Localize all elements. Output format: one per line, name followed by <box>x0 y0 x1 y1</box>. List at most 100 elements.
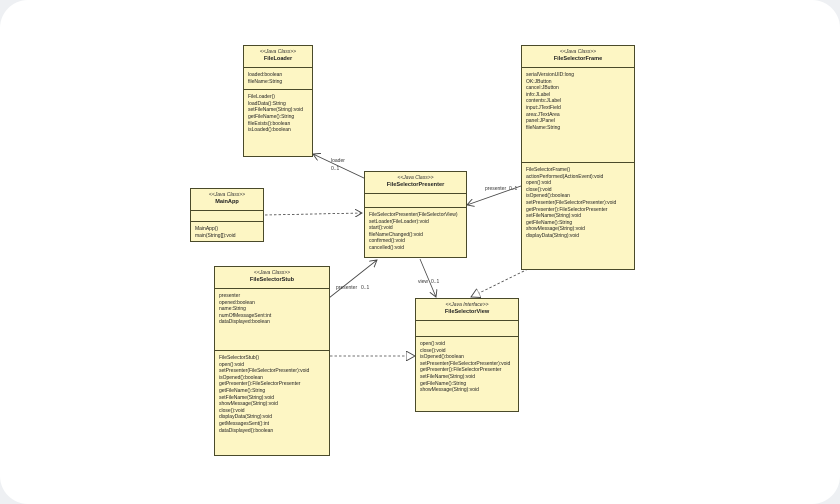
class-name: FileSelectorFrame <box>553 56 603 62</box>
class-operation: getPresenter():FileSelectorPresenter <box>420 367 502 374</box>
class-attribute: info:JLabel <box>526 91 551 98</box>
class-operation: showMessage(String):void <box>219 401 278 408</box>
class-fileselectorframe[interactable]: <<Java Class>> FileSelectorFrame serialV… <box>521 45 635 270</box>
class-operation: setFileName(String):void <box>420 373 476 380</box>
class-attribute: area:JTextArea <box>526 111 560 118</box>
frame-realization-line <box>471 268 529 297</box>
assoc-loader-mult: 0..1 <box>331 166 340 172</box>
class-operation: open():void <box>526 180 552 187</box>
stereotype: <<Java Class>> <box>559 49 597 55</box>
operations-section: MainApp()main(String[]):void <box>191 222 263 243</box>
stereotype: <<Java Class>> <box>397 175 434 181</box>
class-operation: FileLoader() <box>248 94 275 101</box>
class-fileloader[interactable]: <<Java Class>> FileLoader loaded:boolean… <box>243 45 313 157</box>
class-attribute: dataDisplayed:boolean <box>219 319 270 326</box>
stereotype: <<Java Class>> <box>253 270 291 276</box>
class-header: <<Java Class>> FileLoader <box>244 46 312 68</box>
class-fileselectorstub[interactable]: <<Java Class>> FileSelectorStub presente… <box>214 266 330 456</box>
class-operation: cancelled():void <box>369 244 405 251</box>
class-operation: isOpened():boolean <box>219 374 263 381</box>
assoc-view-line <box>419 258 436 297</box>
class-name: FileSelectorPresenter <box>386 182 445 188</box>
class-operation: isLoaded():boolean <box>248 127 291 134</box>
assoc-stub-presenter-mult: 0..1 <box>361 285 370 291</box>
attributes-section <box>416 321 518 337</box>
class-operation: getFileName():String <box>248 113 295 120</box>
class-attribute: serialVersionUID:long <box>526 72 575 78</box>
class-operation: dataDisplayed():boolean <box>219 427 274 434</box>
class-operation: setFileName(String):void <box>248 107 304 114</box>
class-operation: getPresenter():FileSelectorPresenter <box>526 206 608 213</box>
class-attribute: panel:JPanel <box>526 118 555 125</box>
assoc-frame-presenter-line <box>467 185 522 205</box>
class-operation: setFileName(String):void <box>219 394 275 401</box>
operations-section: FileSelectorFrame()actionPerformed(Actio… <box>522 163 634 244</box>
class-mainapp[interactable]: <<Java Class>> MainApp MainApp()main(Str… <box>190 188 264 242</box>
class-operation: close():void <box>219 407 245 414</box>
class-name: FileSelectorStub <box>249 277 295 283</box>
class-operation: showMessage(String):void <box>526 226 585 233</box>
class-header: <<Java Class>> FileSelectorStub <box>215 267 329 289</box>
class-name: MainApp <box>215 199 239 205</box>
class-attribute: input:JTextField <box>526 104 561 111</box>
class-operation: open():void <box>219 361 245 368</box>
class-operation: MainApp() <box>195 226 219 232</box>
class-operation: start():void <box>369 225 393 232</box>
class-attribute: name:String <box>219 306 246 313</box>
assoc-view-mult: 0..1 <box>431 279 440 285</box>
attributes-section <box>191 211 263 222</box>
class-attribute: numOfMessageSent:int <box>219 312 272 319</box>
class-operation: fileExists():boolean <box>248 120 291 127</box>
class-attribute: OK:JButton <box>526 78 552 85</box>
class-operation: close():void <box>526 186 552 193</box>
class-operation: open():void <box>420 341 446 347</box>
class-attribute: contents:JLabel <box>526 98 562 105</box>
class-operation: getFileName():String <box>420 380 467 387</box>
class-fileselectorview[interactable]: <<Java Interface>> FileSelectorView open… <box>415 298 519 412</box>
class-operation: displayData(String):void <box>219 414 273 421</box>
class-attribute: fileName:String <box>248 78 283 85</box>
class-operation: FileSelectorPresenter(FileSelectorView) <box>369 212 458 218</box>
class-operation: FileSelectorFrame() <box>526 167 571 173</box>
stereotype: <<Java Class>> <box>208 192 246 198</box>
assoc-loader-line <box>313 154 367 180</box>
class-header: <<Java Class>> FileSelectorPresenter <box>365 172 466 194</box>
class-header: <<Java Class>> FileSelectorFrame <box>522 46 634 68</box>
class-operation: displayData(String):void <box>526 232 580 239</box>
class-operation: FileSelectorStub() <box>219 355 260 361</box>
stereotype: <<Java Interface>> <box>445 302 489 308</box>
class-operation: fileNameChanged():void <box>369 231 423 238</box>
class-operation: setPresenter(FileSelectorPresenter):void <box>420 360 511 367</box>
class-operation: actionPerformed(ActionEvent):void <box>526 173 604 180</box>
class-attribute: fileName:String <box>526 124 561 131</box>
assoc-view-role: view <box>418 279 428 285</box>
class-operation: getPresenter():FileSelectorPresenter <box>219 381 301 388</box>
class-operation: close():void <box>420 347 446 354</box>
class-operation: isOpened():boolean <box>420 354 464 361</box>
class-header: <<Java Interface>> FileSelectorView <box>416 299 518 321</box>
class-operation: main(String[]):void <box>195 232 236 239</box>
class-attribute: cancel:JButton <box>526 85 559 92</box>
operations-section: FileSelectorPresenter(FileSelectorView) s… <box>365 208 466 256</box>
assoc-frame-presenter-mult: 0..1 <box>509 186 518 192</box>
class-name: FileLoader <box>263 56 293 62</box>
assoc-loader-role: loader <box>331 158 345 164</box>
attributes-section <box>365 194 466 208</box>
class-name: FileSelectorView <box>444 309 490 315</box>
stereotype: <<Java Class>> <box>259 49 297 55</box>
class-attribute: presenter <box>219 293 241 299</box>
class-attribute: loaded:boolean <box>248 72 283 78</box>
class-operation: setFileName(String):void <box>526 213 582 220</box>
class-operation: showMessage(String):void <box>420 387 479 394</box>
class-operation: isOpened():boolean <box>526 193 570 200</box>
assoc-frame-presenter-role: presenter <box>485 186 506 192</box>
class-fileselectorpresenter[interactable]: <<Java Class>> FileSelectorPresenter Fil… <box>364 171 467 258</box>
